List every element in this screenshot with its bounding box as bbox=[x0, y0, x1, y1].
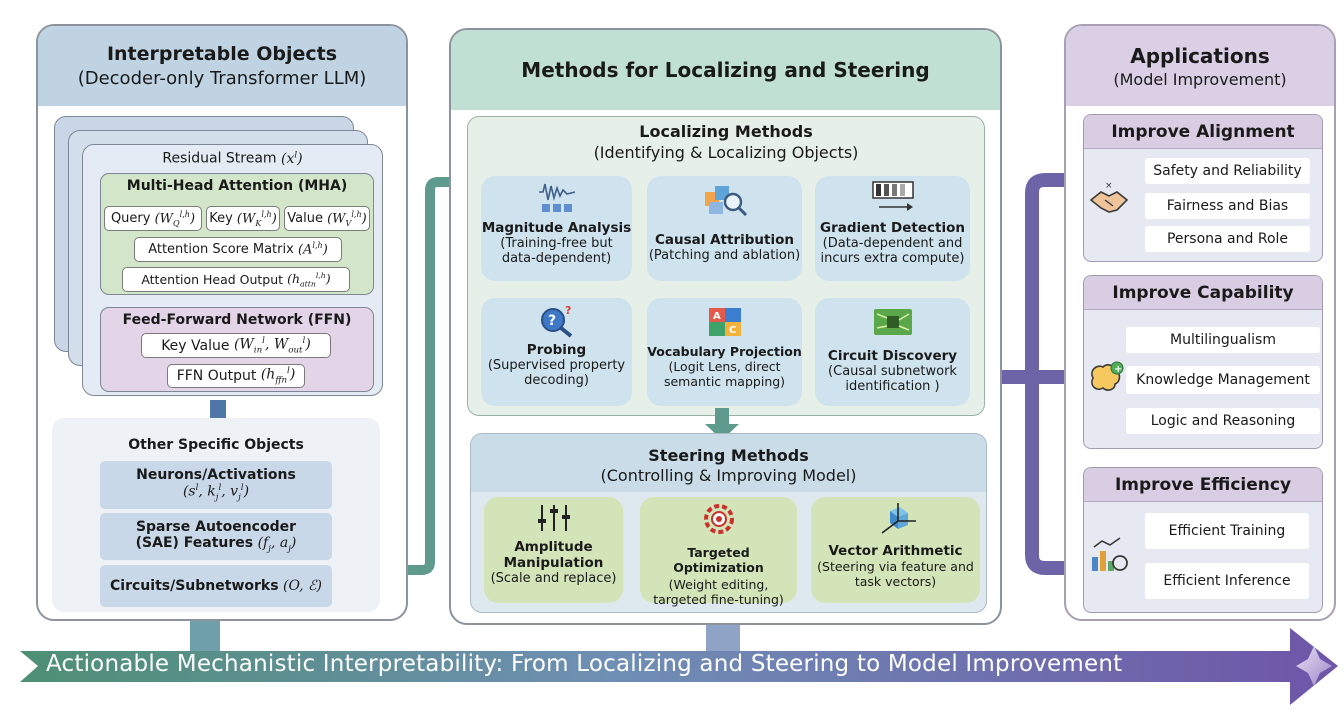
waveform-icon bbox=[538, 183, 575, 212]
card-circuit-discovery: Circuit Discovery (Causal subnetwork ide… bbox=[815, 298, 970, 406]
improve-alignment-title: Improve Alignment bbox=[1084, 115, 1322, 149]
card-vocabulary-projection: A C Vocabulary Projection (Logit Lens, d… bbox=[647, 298, 802, 406]
svg-text:+: + bbox=[1114, 364, 1122, 375]
svg-text:?: ? bbox=[565, 304, 571, 317]
brain-icon: + bbox=[1091, 361, 1124, 391]
alignment-item-safety: Safety and Reliability bbox=[1145, 158, 1310, 184]
sae-features: Sparse Autoencoder (SAE) Features (fj, a… bbox=[100, 513, 332, 560]
probe-magnifier-icon: ? ? bbox=[540, 304, 572, 338]
card-magnitude-analysis: Magnitude Analysis (Training-free but da… bbox=[481, 176, 632, 281]
gradient-bar-icon bbox=[871, 181, 914, 211]
improve-efficiency-title: Improve Efficiency bbox=[1084, 468, 1322, 502]
ffn-key-value: Key Value (Winl, Woutl) bbox=[141, 333, 331, 358]
interpretable-objects-subtitle: (Decoder-only Transformer LLM) bbox=[77, 68, 367, 89]
banner-text: Actionable Mechanistic Interpretability:… bbox=[46, 651, 1123, 677]
vector-cube-icon bbox=[881, 503, 916, 534]
card-amplitude-manipulation: Amplitude Manipulation (Scale and replac… bbox=[484, 497, 623, 603]
interpretable-objects-title: Interpretable Objects bbox=[106, 43, 338, 65]
ffn-output: FFN Output (hffnl) bbox=[167, 364, 305, 388]
left-to-middle-arrow bbox=[408, 177, 452, 575]
localize-to-steer-arrow-icon bbox=[705, 408, 739, 440]
localizing-header: Localizing Methods (Identifying & Locali… bbox=[467, 122, 985, 162]
interpretable-objects-header: Interpretable Objects (Decoder-only Tran… bbox=[38, 26, 406, 106]
methods-header: Methods for Localizing and Steering bbox=[451, 30, 1000, 110]
other-objects-title: Other Specific Objects bbox=[128, 437, 304, 453]
mha-title: Multi-Head Attention (MHA) bbox=[126, 178, 348, 194]
value-weight: Value (WVl,h) bbox=[284, 206, 370, 231]
improve-capability-title: Improve Capability bbox=[1084, 276, 1322, 310]
localizing-title: Localizing Methods bbox=[639, 122, 813, 141]
localizing-subtitle: (Identifying & Localizing Objects) bbox=[593, 143, 859, 162]
steering-header: Steering Methods (Controlling & Improvin… bbox=[470, 446, 987, 485]
ffn-title: Feed-Forward Network (FFN) bbox=[122, 312, 352, 328]
applications-header: Applications (Model Improvement) bbox=[1066, 26, 1334, 106]
applications-subtitle: (Model Improvement) bbox=[1113, 69, 1287, 89]
key-weight: Key (WKl,h) bbox=[206, 206, 280, 231]
abc-blocks-icon: A C bbox=[708, 308, 741, 336]
svg-text:A: A bbox=[713, 311, 721, 322]
sparkle-icon bbox=[1296, 646, 1332, 686]
residual-stream-label: Residual Stream (xl) bbox=[162, 150, 303, 167]
card-causal-attribution: Causal Attribution (Patching and ablatio… bbox=[647, 176, 802, 281]
methods-title: Methods for Localizing and Steering bbox=[521, 58, 930, 82]
steering-subtitle: (Controlling & Improving Model) bbox=[600, 466, 857, 485]
steering-title: Steering Methods bbox=[648, 446, 809, 465]
applications-title: Applications bbox=[1130, 43, 1270, 68]
capability-item-logic: Logic and Reasoning bbox=[1126, 408, 1320, 434]
card-probing: ? ? Probing (Supervised property decodin… bbox=[481, 298, 632, 406]
card-targeted-optimization: Targeted Optimization (Weight editing, t… bbox=[640, 497, 797, 607]
circuits-subnetworks: Circuits/Subnetworks (O, ℰ) bbox=[100, 565, 332, 607]
card-gradient-detection: Gradient Detection (Data-dependent and i… bbox=[815, 176, 970, 281]
efficiency-chart-icon bbox=[1092, 537, 1128, 571]
circuit-board-icon bbox=[873, 309, 912, 335]
efficiency-item-inference: Efficient Inference bbox=[1145, 563, 1309, 599]
svg-text:?: ? bbox=[548, 313, 556, 329]
target-gear-icon bbox=[703, 504, 734, 534]
sliders-icon bbox=[537, 505, 570, 531]
efficiency-item-training: Efficient Training bbox=[1145, 513, 1309, 549]
attention-score-matrix: Attention Score Matrix (Al,h) bbox=[134, 237, 342, 262]
attention-head-output: Attention Head Output (hattnl,h) bbox=[122, 267, 350, 292]
banner-arrow bbox=[20, 628, 1338, 705]
middle-stem bbox=[706, 625, 740, 651]
magnifier-cubes-icon bbox=[704, 186, 747, 217]
card-vector-arithmetic: Vector Arithmetic (Steering via feature … bbox=[811, 497, 980, 603]
query-weight: Query (WQl,h) bbox=[104, 206, 202, 231]
alignment-item-persona: Persona and Role bbox=[1145, 226, 1310, 252]
svg-text:C: C bbox=[729, 325, 736, 336]
capability-item-knowledge: Knowledge Management bbox=[1126, 366, 1320, 394]
svg-text:×: × bbox=[1105, 181, 1113, 191]
left-stem bbox=[190, 621, 220, 651]
capability-item-multilingualism: Multilingualism bbox=[1126, 327, 1320, 353]
handshake-icon: × bbox=[1089, 181, 1129, 213]
neurons-activations: Neurons/Activations (sl, kjl, vjl) bbox=[100, 461, 332, 509]
alignment-item-fairness: Fairness and Bias bbox=[1145, 193, 1310, 219]
